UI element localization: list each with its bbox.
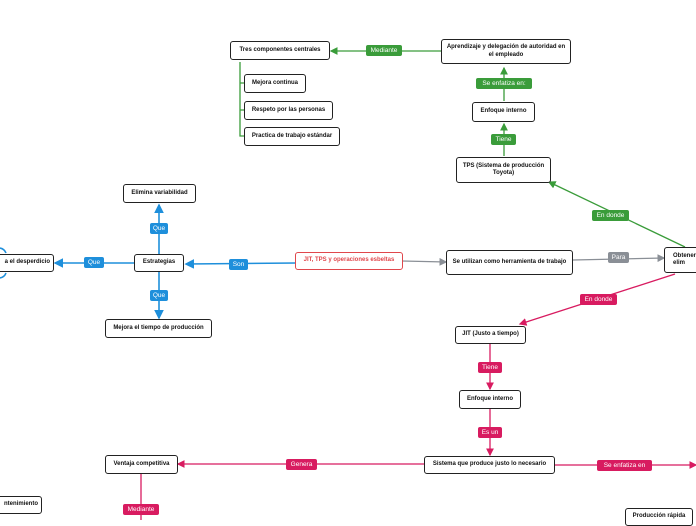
mantenimiento-node[interactable]: ntenimiento: [0, 496, 42, 514]
produccion-rapida-node[interactable]: Producción rápida: [625, 508, 693, 526]
respeto-personas-node[interactable]: Respeto por las personas: [244, 101, 333, 120]
genera-label: Genera: [286, 459, 317, 470]
aprendizaje-node[interactable]: Aprendizaje y delegación de autoridad en…: [441, 39, 571, 64]
tiene-label-bottom: Tiene: [478, 362, 502, 373]
es-un-label: Es un: [478, 427, 502, 438]
tiene-label-top: Tiene: [491, 134, 516, 145]
estrategias-node[interactable]: Estrategias: [134, 254, 184, 272]
obtener-node[interactable]: Obtener elim: [664, 247, 696, 273]
en-donde-label-bottom: En donde: [580, 294, 617, 305]
se-enfatiza-label-bottom: Se enfatiza en: [597, 460, 652, 471]
tps-node[interactable]: TPS (Sistema de producción Toyota): [456, 157, 551, 183]
elimina-variabilidad-node[interactable]: Elimina variabilidad: [123, 184, 196, 203]
central-topic-node[interactable]: JIT, TPS y operaciones esbeltas: [295, 252, 403, 270]
en-donde-label-top: En donde: [592, 210, 629, 221]
que-label-down: Que: [150, 290, 168, 301]
mejora-tiempo-node[interactable]: Mejora el tiempo de producción: [105, 319, 212, 338]
que-label-up: Que: [150, 223, 168, 234]
tres-componentes-node[interactable]: Tres componentes centrales: [230, 41, 330, 60]
mediante-label-top: Mediante: [366, 45, 402, 56]
mejora-continua-node[interactable]: Mejora continua: [244, 74, 306, 93]
ventaja-competitiva-node[interactable]: Ventaja competitiva: [105, 455, 178, 474]
herramienta-node[interactable]: Se utilizan como herramienta de trabajo: [446, 250, 573, 275]
practica-trabajo-node[interactable]: Practica de trabajo estándar: [244, 127, 340, 146]
desperdicio-node[interactable]: a el desperdicio: [0, 254, 54, 272]
jit-node[interactable]: JIT (Justo a tiempo): [455, 326, 526, 344]
que-label-left: Que: [84, 257, 104, 268]
enfoque-interno-bottom-node[interactable]: Enfoque interno: [459, 390, 521, 409]
mediante-label-bottom: Mediante: [123, 504, 159, 515]
se-enfatiza-label-top: Se enfatiza en:: [476, 78, 532, 89]
son-label: Son: [229, 259, 248, 270]
para-label: Para: [608, 252, 629, 263]
enfoque-interno-top-node[interactable]: Enfoque interno: [472, 102, 535, 122]
sistema-node[interactable]: Sistema que produce justo lo necesario: [424, 456, 555, 474]
